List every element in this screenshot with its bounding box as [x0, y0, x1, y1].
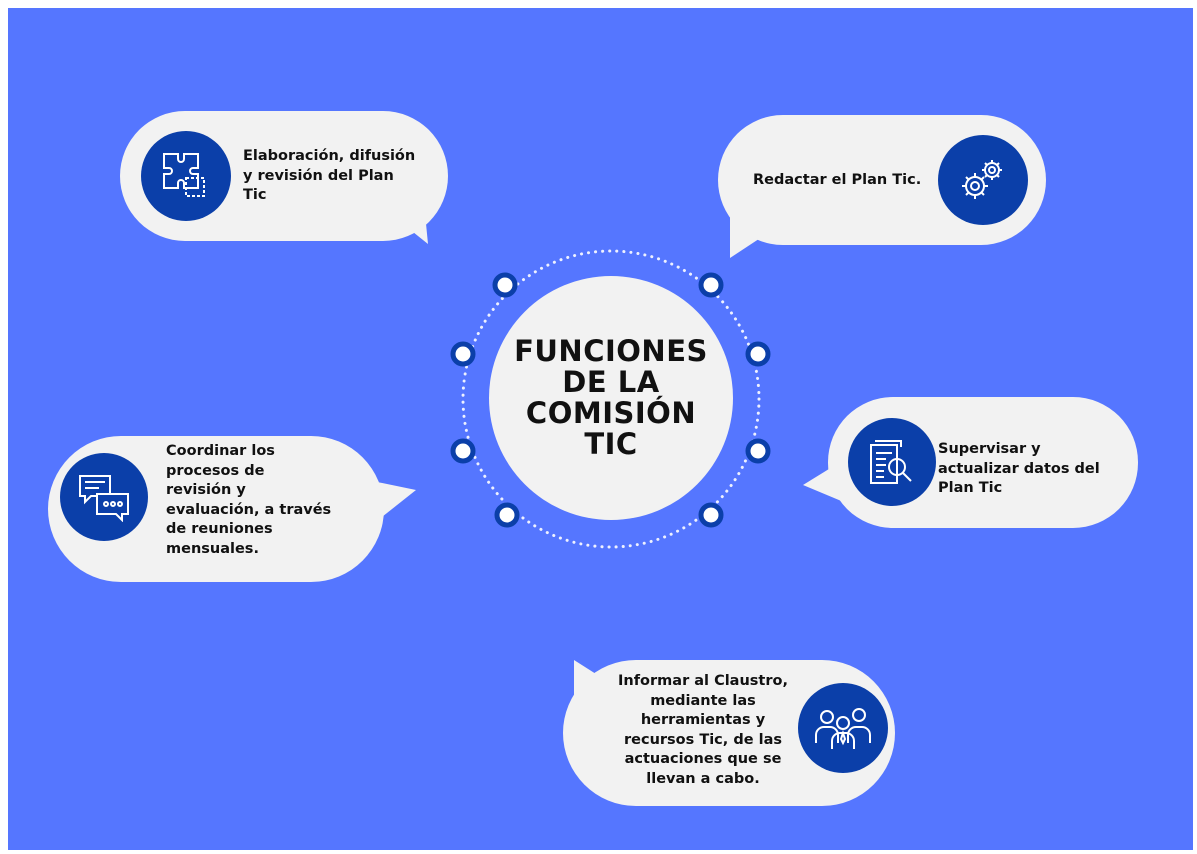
ring-node [745, 341, 771, 367]
diagram-canvas: FUNCIONES DE LA COMISIÓN TIC Elaboración… [8, 8, 1193, 850]
item-line: Redactar el Plan Tic. [753, 172, 922, 188]
item-line: de reuniones [166, 521, 273, 537]
ring-node [745, 438, 771, 464]
item-line: evaluación, a través [166, 501, 332, 518]
chat-bubbles-icon [60, 453, 148, 541]
item-line: y revisión del Plan [243, 167, 394, 184]
item-text-redactar: Redactar el Plan Tic. [753, 171, 943, 191]
people-group-icon [798, 683, 888, 773]
item-line: procesos de [166, 462, 265, 479]
item-line: Tic [243, 187, 267, 203]
ring-node [698, 272, 724, 298]
item-line: herramientas y [640, 712, 766, 728]
ring-node [450, 438, 476, 464]
puzzle-icon [141, 131, 231, 221]
item-line: mensuales. [166, 540, 259, 557]
item-line: Plan Tic [938, 480, 1003, 496]
item-text-coordinar: Coordinar los procesos de revisión y eva… [166, 442, 376, 559]
center-title-line: TIC [584, 427, 638, 461]
center-title-circle: FUNCIONES DE LA COMISIÓN TIC [489, 276, 733, 520]
ring-node [450, 341, 476, 367]
item-line: Coordinar los [166, 443, 275, 459]
item-line: revisión y [166, 482, 246, 498]
item-line: Elaboración, difusión [243, 148, 416, 164]
item-line: Informar al Claustro, [618, 673, 788, 689]
item-line: Supervisar y [938, 441, 1041, 457]
ring-nodes [450, 272, 771, 528]
item-line: mediante las [650, 692, 756, 709]
item-line: actuaciones que se [624, 751, 782, 767]
item-text-supervisar: Supervisar y actualizar datos del Plan T… [938, 440, 1133, 499]
center-title-line: FUNCIONES [514, 334, 708, 368]
item-text-elaboracion: Elaboración, difusión y revisión del Pla… [243, 147, 443, 206]
ring-node [698, 502, 724, 528]
center-title-line: DE LA [562, 365, 660, 399]
item-line: actualizar datos del [938, 460, 1100, 477]
dotted-ring [461, 249, 761, 549]
document-search-icon [848, 418, 936, 506]
central-ring [450, 249, 771, 549]
item-line: recursos Tic, de las [624, 731, 782, 748]
item-line: llevan a cabo. [646, 770, 760, 787]
center-title-line: COMISIÓN [525, 396, 697, 430]
gears-icon [938, 135, 1028, 225]
item-text-informar: Informar al Claustro, mediante las herra… [603, 672, 803, 789]
ring-node [494, 502, 520, 528]
ring-node [492, 272, 518, 298]
